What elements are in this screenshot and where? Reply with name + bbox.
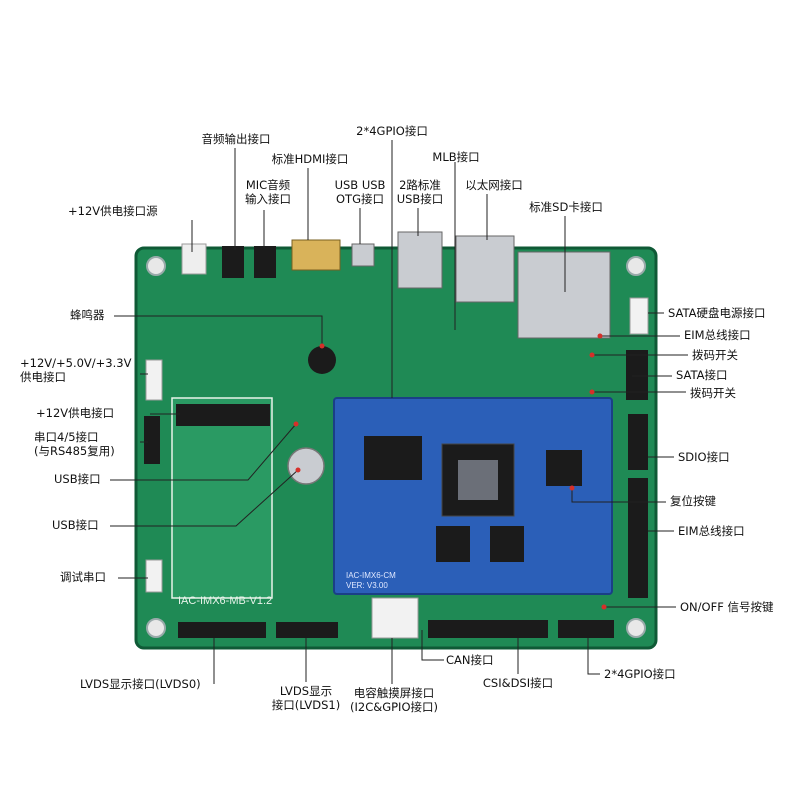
label-dip-bottom: 拨码开关 bbox=[690, 386, 736, 400]
mounting-holes bbox=[146, 256, 646, 638]
label-debug-serial: 调试串口 bbox=[60, 570, 106, 584]
leader-reset bbox=[571, 488, 666, 503]
label-usb1: USB接口 bbox=[54, 472, 101, 486]
board-silkscreen: IAC-IMX6-MB-V1.2 bbox=[178, 595, 272, 607]
label-sd: 标准SD卡接口 bbox=[529, 200, 603, 214]
mini-pcie-socket bbox=[176, 404, 270, 426]
label-eim-bottom: EIM总线接口 bbox=[678, 524, 745, 538]
dual-usb-port bbox=[397, 231, 443, 289]
module-silkscreen-1: IAC-IMX6-CM bbox=[346, 571, 396, 580]
label-serial45-line1: 串口4/5接口 bbox=[34, 430, 99, 444]
leader-lines bbox=[110, 140, 688, 684]
cpu-die bbox=[458, 460, 498, 500]
label-usb-otg: USB USB OTG接口 bbox=[335, 178, 386, 206]
power-jack bbox=[181, 243, 207, 275]
callout-dots bbox=[293, 333, 607, 610]
sd-slot bbox=[517, 251, 611, 339]
label-serial45: 串口4/5接口 (与RS485复用) bbox=[34, 430, 115, 458]
label-usb-otg-line1: USB USB bbox=[334, 178, 386, 192]
label-buzzer: 蜂鸣器 bbox=[70, 308, 105, 322]
left-power-header bbox=[145, 359, 163, 401]
hdmi-port bbox=[291, 239, 341, 271]
ram-chip-1 bbox=[436, 526, 470, 562]
leader-can bbox=[421, 630, 444, 661]
sdio-header bbox=[628, 414, 648, 470]
label-sata: SATA接口 bbox=[676, 368, 728, 382]
sata-connector bbox=[626, 350, 648, 400]
label-usb-dual: 2路标准 USB接口 bbox=[397, 178, 444, 206]
emmc-chip bbox=[364, 436, 422, 480]
gpio-bottom-header bbox=[558, 620, 614, 638]
label-mic-line2: 输入接口 bbox=[245, 192, 291, 206]
mic-jack bbox=[254, 246, 276, 278]
label-power-12v: +12V供电接口 bbox=[36, 406, 115, 420]
usb-otg-port bbox=[351, 243, 375, 267]
touch-header bbox=[371, 597, 419, 639]
module-silkscreen-2: VER: V3.00 bbox=[346, 581, 388, 590]
label-power-multi: +12V/+5.0V/+3.3V 供电接口 bbox=[20, 356, 131, 384]
eim-header bbox=[628, 478, 648, 598]
label-mlb: MLB接口 bbox=[432, 150, 480, 164]
csi-dsi-header bbox=[428, 620, 548, 638]
label-reset: 复位按键 bbox=[670, 494, 716, 508]
lvds1-header bbox=[276, 622, 338, 638]
buzzer bbox=[308, 346, 336, 374]
serial45-header bbox=[144, 416, 160, 464]
leader-usb1 bbox=[110, 423, 297, 481]
mini-pcie-area bbox=[171, 397, 273, 599]
label-mic-line1: MIC音频 bbox=[245, 178, 291, 192]
label-gpio-top: 2*4GPIO接口 bbox=[356, 124, 428, 138]
label-lvds1-line1: LVDS显示 bbox=[279, 684, 333, 698]
label-usb-dual-line1: 2路标准 bbox=[399, 178, 441, 192]
pmic-chip bbox=[546, 450, 582, 486]
label-touch: 电容触摸屏接口 (I2C&GPIO接口) bbox=[350, 686, 438, 714]
label-usb2: USB接口 bbox=[52, 518, 99, 532]
label-serial45-line2: (与RS485复用) bbox=[34, 444, 115, 458]
debug-header bbox=[145, 559, 163, 593]
coin-battery bbox=[287, 447, 325, 485]
label-touch-line1: 电容触摸屏接口 bbox=[353, 686, 435, 700]
label-power-multi-line1: +12V/+5.0V/+3.3V bbox=[20, 356, 132, 370]
label-dip-top: 拨码开关 bbox=[692, 348, 738, 362]
label-power-12v-source: +12V供电接口源 bbox=[68, 204, 158, 218]
label-lvds0: LVDS显示接口(LVDS0) bbox=[80, 677, 201, 691]
label-hdmi: 标准HDMI接口 bbox=[271, 152, 349, 166]
ram-chip-2 bbox=[490, 526, 524, 562]
label-lvds1: LVDS显示 接口(LVDS1) bbox=[272, 684, 340, 712]
leader-usb2 bbox=[110, 469, 299, 527]
label-can: CAN接口 bbox=[446, 653, 494, 667]
label-csi-dsi: CSI&DSI接口 bbox=[482, 676, 554, 690]
label-onoff: ON/OFF 信号按键 bbox=[680, 600, 774, 614]
label-eim-top: EIM总线接口 bbox=[684, 328, 751, 342]
label-lvds1-line2: 接口(LVDS1) bbox=[271, 698, 341, 712]
label-touch-line2: (I2C&GPIO接口) bbox=[350, 700, 438, 714]
audio-out-jack bbox=[222, 246, 244, 278]
label-usb-dual-line2: USB接口 bbox=[396, 192, 444, 206]
ethernet-port bbox=[455, 235, 515, 303]
leader-gpio-bottom bbox=[587, 638, 600, 675]
leader-buzzer bbox=[114, 315, 323, 346]
label-power-multi-line2: 供电接口 bbox=[20, 370, 66, 384]
label-usb-otg-line2: OTG接口 bbox=[336, 192, 384, 206]
label-gpio-bottom: 2*4GPIO接口 bbox=[604, 667, 676, 681]
label-ethernet: 以太网接口 bbox=[465, 178, 523, 192]
label-audio-out: 音频输出接口 bbox=[201, 132, 271, 146]
label-sdio: SDIO接口 bbox=[678, 450, 730, 464]
label-sata-power: SATA硬盘电源接口 bbox=[668, 306, 766, 320]
sata-power-connector bbox=[629, 297, 649, 335]
label-mic: MIC音频 输入接口 bbox=[245, 178, 291, 206]
lvds0-header bbox=[178, 622, 266, 638]
